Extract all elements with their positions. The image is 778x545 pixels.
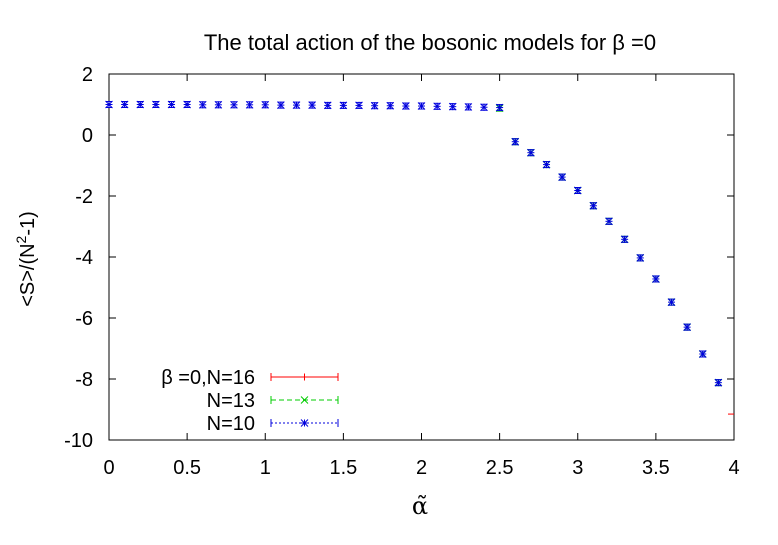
data-point bbox=[355, 101, 363, 110]
x-tick-label: 0.5 bbox=[173, 457, 201, 479]
data-point bbox=[527, 148, 535, 157]
data-point bbox=[402, 102, 410, 110]
data-point bbox=[417, 102, 426, 110]
data-point bbox=[323, 101, 332, 110]
legend-label: N=10 bbox=[207, 413, 255, 435]
data-point bbox=[433, 102, 441, 111]
x-tick-label: 0 bbox=[103, 457, 114, 479]
x-tick-label: 3 bbox=[572, 457, 583, 479]
x-axis-label: α̃ bbox=[412, 492, 428, 520]
data-point bbox=[480, 103, 488, 112]
data-point bbox=[558, 173, 566, 181]
data-point bbox=[573, 186, 582, 195]
x-tick-label: 2.5 bbox=[486, 457, 514, 479]
legend-label: β =0,N=16 bbox=[161, 367, 255, 389]
y-tick-label: -2 bbox=[75, 186, 93, 208]
data-point bbox=[589, 201, 598, 210]
data-point bbox=[667, 298, 676, 306]
y-tick-label: -4 bbox=[75, 247, 93, 269]
x-tick-label: 3.5 bbox=[642, 457, 670, 479]
y-axis-label: <S>/(N2-1) bbox=[13, 211, 39, 307]
data-point bbox=[198, 100, 207, 109]
data-point bbox=[448, 102, 457, 111]
data-point bbox=[683, 323, 691, 332]
data-point bbox=[636, 254, 645, 262]
data-point bbox=[370, 101, 379, 110]
legend-marker bbox=[300, 396, 309, 404]
data-point bbox=[136, 100, 145, 109]
data-point bbox=[308, 101, 316, 109]
data-point bbox=[152, 100, 160, 109]
legend: β =0,N=16N=13N=10 bbox=[161, 367, 339, 435]
legend-marker bbox=[300, 419, 309, 427]
y-tick-label: -10 bbox=[64, 430, 93, 452]
data-point bbox=[167, 100, 176, 109]
data-point bbox=[605, 217, 613, 226]
x-tick-label: 4 bbox=[728, 457, 739, 479]
data-point bbox=[542, 160, 551, 169]
data-point bbox=[183, 100, 191, 109]
data-point bbox=[277, 101, 285, 109]
x-axis: 0 0.5 1 1.5 2 2.5 3 3.5 4 bbox=[103, 74, 740, 479]
x-tick-label: 1.5 bbox=[329, 457, 357, 479]
y-axis: -10 -8 -6 -4 -2 0 2 bbox=[64, 64, 734, 452]
data-point bbox=[292, 101, 301, 109]
x-tick-label: 1 bbox=[260, 457, 271, 479]
data-point bbox=[261, 100, 270, 109]
data-point bbox=[464, 103, 473, 111]
data-point bbox=[714, 378, 723, 387]
data-point bbox=[245, 100, 254, 109]
data-point bbox=[105, 100, 113, 109]
data-point bbox=[511, 137, 520, 146]
x-tick-label: 2 bbox=[416, 457, 427, 479]
data-point bbox=[698, 350, 707, 358]
data-point bbox=[339, 101, 348, 110]
legend-label: N=13 bbox=[207, 390, 255, 412]
data-point bbox=[230, 100, 238, 109]
y-tick-label: 2 bbox=[82, 64, 93, 86]
series-layer bbox=[105, 100, 734, 415]
legend-marker bbox=[301, 373, 308, 381]
data-point bbox=[495, 103, 504, 112]
data-point bbox=[620, 235, 629, 244]
y-tick-label: -6 bbox=[75, 308, 93, 330]
data-point bbox=[386, 101, 395, 110]
y-tick-label: 0 bbox=[82, 125, 93, 147]
data-point bbox=[120, 100, 129, 109]
data-point bbox=[652, 275, 660, 283]
data-point bbox=[214, 100, 223, 109]
y-tick-label: -8 bbox=[75, 369, 93, 391]
chart-title: The total action of the bosonic models f… bbox=[204, 30, 656, 55]
